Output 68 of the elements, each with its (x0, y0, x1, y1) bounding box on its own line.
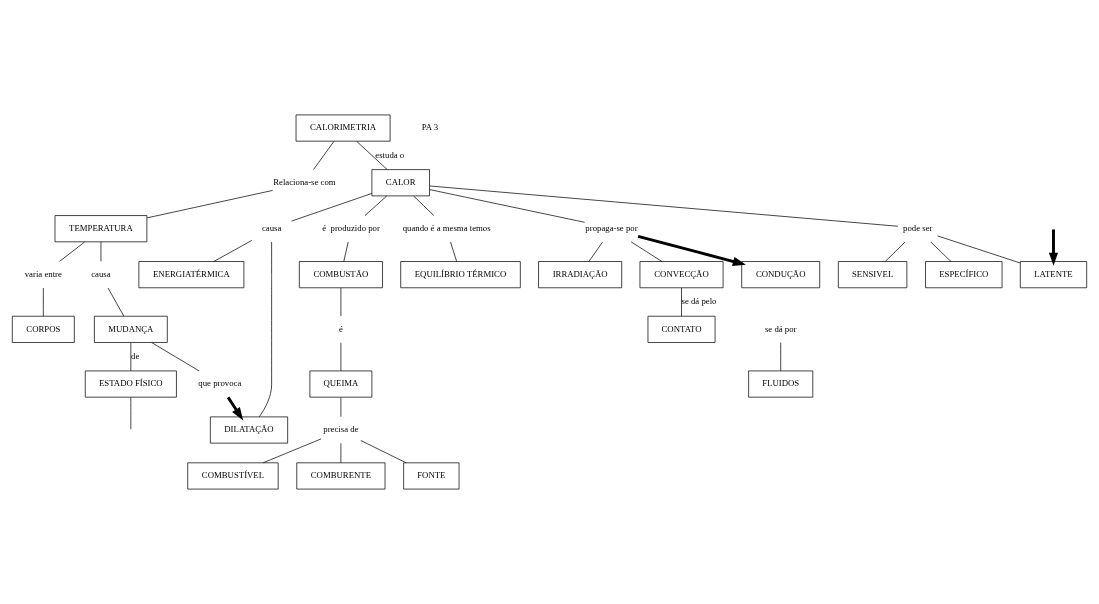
arrow (226, 396, 244, 421)
connector (937, 235, 1021, 264)
connector (340, 443, 342, 464)
node-box: ESPECÍFICO (925, 261, 1003, 289)
node-box: CONTATO (647, 315, 716, 343)
connector (413, 195, 435, 216)
node-box: LATENTE (1019, 261, 1088, 289)
connector (42, 287, 44, 317)
node-box: FONTE (403, 462, 460, 490)
node-box: ENERGIATÉRMICA (138, 261, 245, 289)
edge-label: estuda o (375, 149, 405, 160)
node-text: causa (91, 268, 111, 279)
connector (356, 141, 388, 170)
node-text: varia entre (24, 268, 62, 279)
node-text: Relaciona-se com (273, 177, 336, 188)
node-text: é (338, 323, 343, 334)
connector (313, 141, 335, 170)
node-box: EQUILÍBRIO TÉRMICO (400, 261, 521, 289)
connector (151, 342, 200, 372)
node-text: precisa de (323, 424, 359, 435)
connector (259, 241, 272, 418)
node-text: que provoca (198, 378, 242, 389)
connector (681, 287, 682, 317)
connector (364, 195, 387, 216)
node-box: CONVECÇÃO (639, 261, 724, 289)
connector (59, 241, 85, 262)
node-box: CALORIMETRIA (295, 114, 391, 142)
node-text: se dá por (764, 323, 797, 334)
node-box: COMBUSTÍVEL (187, 462, 279, 490)
node-box: IRRADIAÇÃO (538, 261, 623, 289)
node-box: ESTADO FÍSICO (84, 370, 177, 398)
connector (262, 438, 322, 464)
node-box: CORPOS (11, 315, 75, 343)
connector (429, 185, 899, 227)
node-box: MUDANÇA (94, 315, 168, 343)
connector (213, 240, 253, 262)
node-box: COMBUSTÃO (298, 261, 383, 289)
connector (343, 241, 349, 262)
edge-label: se dá pelo (681, 296, 717, 307)
node-box: FLUIDOS (748, 370, 814, 398)
connector (429, 189, 585, 223)
node-box: SENSIVEL (837, 261, 908, 289)
node-box: QUEIMA (309, 370, 373, 398)
connector (588, 241, 603, 262)
connector (630, 241, 663, 262)
node-box: CONDUÇÃO (741, 261, 821, 289)
edge-label: de (131, 350, 140, 361)
node-text: é produzido por (322, 222, 380, 233)
connector (130, 342, 132, 372)
node-text: propaga-se por (585, 222, 638, 233)
node-box: COMBURENTE (296, 462, 386, 490)
connector (360, 440, 407, 464)
node-text: pode ser (903, 222, 933, 233)
connector (930, 241, 952, 262)
node-box: TEMPERATURA (54, 215, 148, 243)
arrow (1048, 229, 1059, 266)
node-text: quando é a mesma temos (402, 222, 491, 233)
arrow (637, 235, 746, 266)
node-box: DILATAÇÃO (209, 416, 289, 444)
connector (884, 241, 906, 262)
label: PA 3 (421, 122, 439, 133)
connector (146, 190, 273, 219)
connector (780, 342, 782, 372)
connector (291, 193, 373, 222)
node-text: causa (261, 222, 282, 233)
node-box: CALOR (371, 169, 430, 197)
connector (450, 241, 457, 262)
connector (107, 287, 125, 317)
